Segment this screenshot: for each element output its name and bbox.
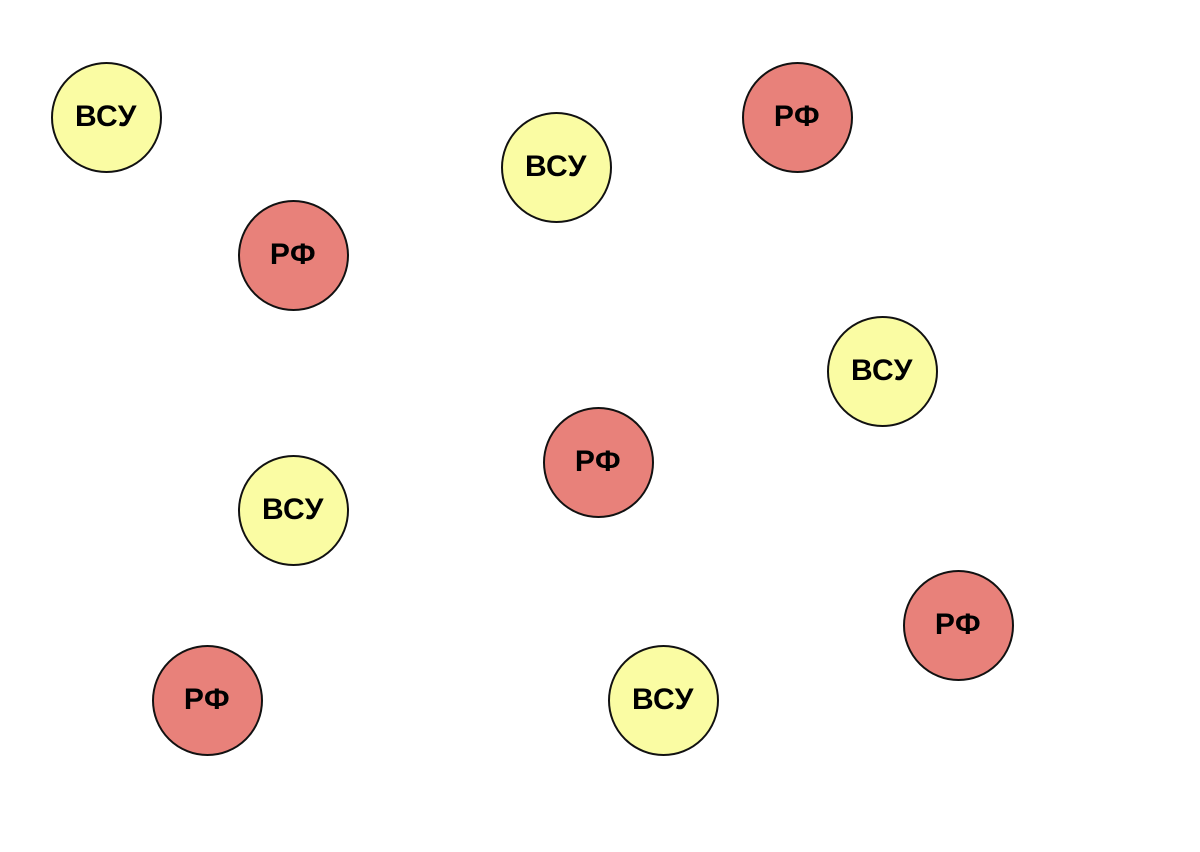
token-vsu: ВСУ [500,111,612,223]
token-label: РФ [773,100,821,133]
token-vsu: ВСУ [50,61,162,173]
token-rf: РФ [237,199,349,311]
token-label: ВСУ [525,150,587,183]
token-label: РФ [934,608,982,641]
token-rf: РФ [741,61,853,173]
token-label: ВСУ [851,354,913,387]
token-label: РФ [269,238,317,271]
token-rf: РФ [151,644,263,756]
token-vsu: ВСУ [826,315,938,427]
token-vsu: ВСУ [607,644,719,756]
token-label: ВСУ [632,683,694,716]
token-label: РФ [574,445,622,478]
token-rf: РФ [902,569,1014,681]
token-label: РФ [183,683,231,716]
token-vsu: ВСУ [237,454,349,566]
token-rf: РФ [542,406,654,518]
token-label: ВСУ [262,493,324,526]
token-label: ВСУ [75,100,137,133]
